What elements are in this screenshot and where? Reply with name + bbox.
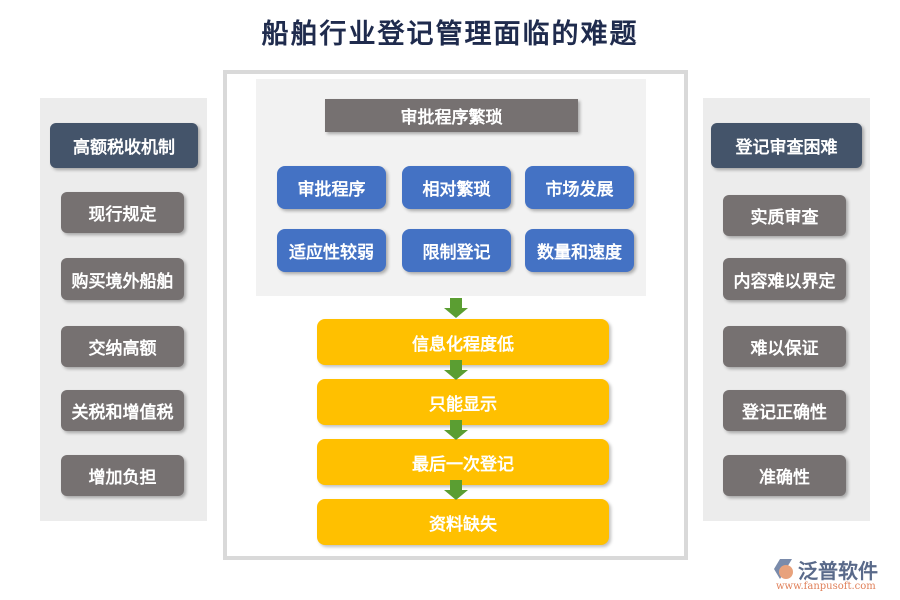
flow-step: 最后一次登记	[317, 439, 609, 485]
right-panel	[703, 98, 870, 521]
left-item: 交纳高额	[61, 326, 184, 367]
center-box: 审批程序	[277, 166, 386, 209]
right-item: 实质审查	[723, 195, 846, 236]
logo-icon	[774, 559, 793, 579]
right-item: 登记正确性	[723, 390, 846, 431]
left-panel	[40, 98, 207, 521]
logo: 泛普软件 www.fanpusoft.com	[770, 555, 895, 595]
center-header: 审批程序繁琐	[325, 99, 578, 132]
center-box: 市场发展	[525, 166, 634, 209]
flow-step: 资料缺失	[317, 499, 609, 545]
right-item: 内容难以界定	[723, 258, 846, 300]
left-item: 购买境外船舶	[61, 258, 184, 300]
left-item: 现行规定	[61, 192, 184, 233]
right-item: 难以保证	[723, 326, 846, 367]
right-item: 准确性	[723, 455, 846, 496]
center-box: 限制登记	[402, 229, 511, 272]
left-item: 增加负担	[61, 455, 184, 496]
logo-name: 泛普软件	[798, 559, 878, 583]
left-header: 高额税收机制	[50, 123, 198, 168]
arrow-down-icon	[444, 420, 468, 440]
right-header: 登记审查困难	[711, 123, 862, 168]
arrow-down-icon	[444, 480, 468, 500]
page-title: 船舶行业登记管理面临的难题	[261, 19, 639, 50]
arrow-down-icon	[444, 360, 468, 380]
flow-step: 只能显示	[317, 379, 609, 425]
center-frame	[223, 70, 688, 560]
flow-step: 信息化程度低	[317, 319, 609, 365]
left-item: 关税和增值税	[61, 390, 184, 431]
center-box: 适应性较弱	[277, 229, 386, 272]
logo-url: www.fanpusoft.com	[776, 581, 876, 592]
center-box: 相对繁琐	[402, 166, 511, 209]
center-box: 数量和速度	[525, 229, 634, 272]
arrow-down-icon	[444, 298, 468, 318]
